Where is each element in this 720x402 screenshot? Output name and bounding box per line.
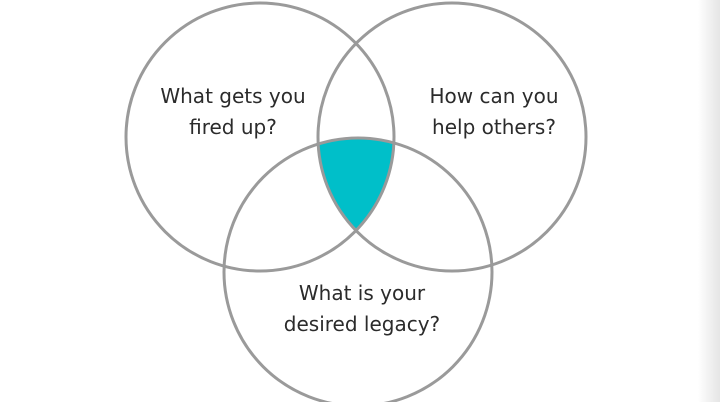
label-legacy-line-2: desired legacy? [284,312,440,336]
page-edge-shadow [698,0,720,402]
circle-help-others [316,1,588,273]
label-help-others-line-2: help others? [432,115,556,139]
circle-fired-up [124,1,396,273]
circle-desired-legacy [222,136,494,402]
label-legacy-line-1: What is your [299,281,426,305]
label-fired-up-line-2: fired up? [189,115,277,139]
label-fired-up-line-1: What gets you [160,84,305,108]
label-help-others-line-1: How can you [429,84,558,108]
